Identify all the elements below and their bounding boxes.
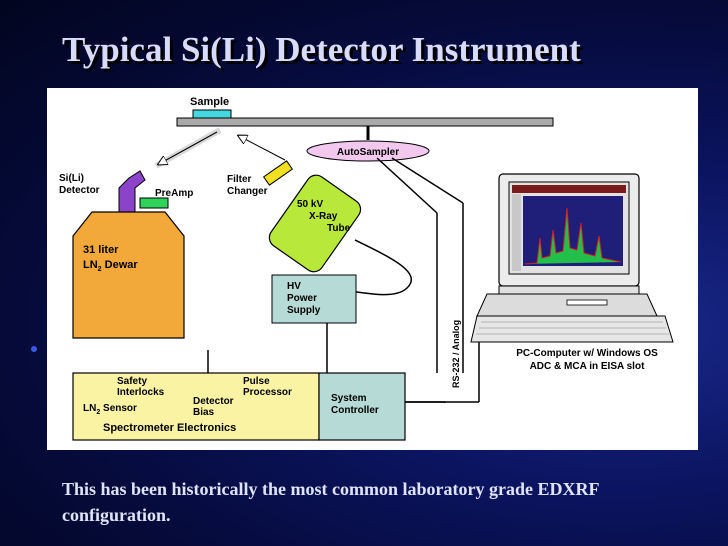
xray-arrow-detector-head [159, 131, 218, 164]
detector-label-1: Si(Li) [59, 173, 84, 184]
detbias-label-1: Detector [193, 396, 234, 407]
rs232-label: RS-232 / Analog [451, 320, 461, 388]
safety-label-1: Safety [117, 376, 147, 387]
hv-label-2: Power [287, 293, 317, 304]
sample-bar [176, 117, 554, 127]
pulse-label-2: Processor [243, 387, 292, 398]
spectrometer-label: Spectrometer Electronics [103, 422, 236, 434]
pc-computer [470, 173, 674, 343]
bullet-icon [31, 346, 37, 352]
detector-head [118, 170, 146, 213]
dewar-label-1: 31 liter [83, 244, 119, 256]
filter-label-1: Filter [227, 174, 252, 185]
dewar-label-2: LN2 Dewar [83, 259, 138, 273]
filter-label-2: Changer [227, 186, 268, 197]
ln2-sensor-label: LN2 Sensor [83, 403, 137, 416]
monitor-base [498, 285, 640, 295]
slide-caption: This has been historically the most comm… [62, 479, 599, 525]
xray-label-1: 50 kV [297, 199, 323, 210]
drive-slot [566, 299, 608, 306]
hv-label-1: HV [287, 281, 301, 292]
diagram-canvas: Sample AutoSampler Si(Li) Detector [59, 96, 674, 441]
pulse-label-1: Pulse [243, 376, 270, 387]
slide-title: Typical Si(Li) Detector Instrument [62, 30, 581, 69]
xray-label-3: Tube [327, 223, 351, 234]
spectrometer-electronics [72, 372, 320, 441]
xray-arrow-sample [239, 136, 286, 161]
pc-label-1: PC-Computer w/ Windows OS [516, 348, 658, 359]
autosampler [306, 140, 430, 162]
pc-label-2: ADC & MCA in EISA slot [530, 361, 645, 372]
detbias-label-2: Bias [193, 407, 215, 418]
autosampler-label: AutoSampler [337, 147, 399, 158]
xray-tube [268, 174, 362, 273]
instrument-diagram: Sample AutoSampler Si(Li) Detector [47, 88, 698, 450]
ln2-dewar [72, 211, 185, 339]
sample-holder [192, 109, 232, 119]
preamp-label: PreAmp [155, 188, 193, 199]
safety-label-2: Interlocks [117, 387, 165, 398]
filter-changer [262, 160, 294, 186]
system-label-2: Controller [331, 405, 379, 416]
system-label-1: System [331, 393, 367, 404]
keyboard [470, 315, 674, 343]
keyboard-keys [476, 321, 669, 335]
spectrum-trace [524, 207, 622, 265]
sample-label: Sample [190, 96, 229, 108]
hv-power-supply [271, 274, 357, 324]
preamp [139, 197, 169, 209]
screen-titlebar [512, 185, 626, 193]
system-controller [318, 372, 406, 441]
hv-label-3: Supply [287, 305, 321, 316]
screen-sidebar [512, 194, 521, 271]
xray-label-2: X-Ray [309, 211, 338, 222]
detector-label-2: Detector [59, 185, 100, 196]
